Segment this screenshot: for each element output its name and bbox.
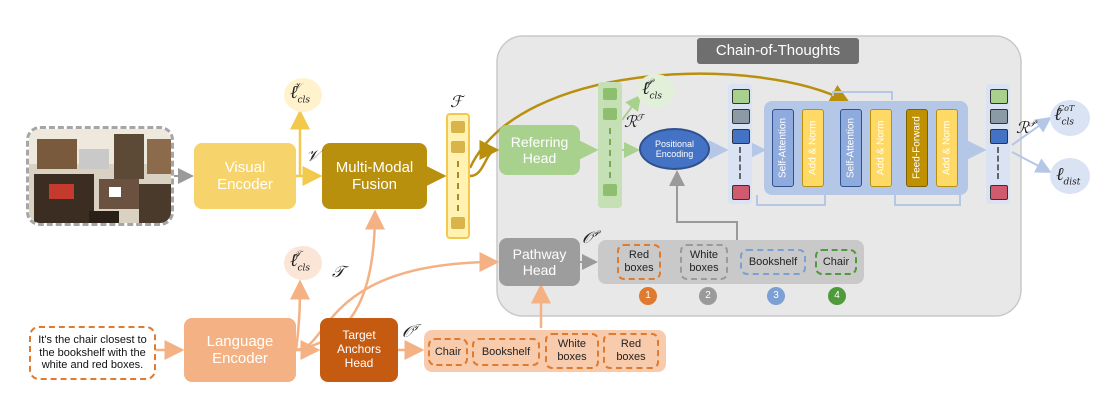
- pathway-item: White boxes: [680, 244, 728, 280]
- ellipsis-divider: [609, 128, 611, 178]
- symbol-l-cls-t: ℓcls𝒯: [290, 250, 311, 274]
- add-norm-3: Add & Norm: [936, 109, 958, 187]
- ellipsis-divider: [457, 161, 459, 211]
- feature-token: [451, 217, 465, 229]
- token-green: [990, 89, 1008, 104]
- symbol-f: ℱ: [450, 92, 463, 111]
- referring-feature-column: [598, 82, 622, 208]
- pathway-item: Bookshelf: [740, 249, 806, 275]
- multimodal-fusion: Multi-Modal Fusion: [322, 143, 427, 209]
- cot-output-column: [986, 84, 1010, 204]
- feature-token: [451, 141, 465, 153]
- cot-title: Chain-of-Thoughts: [697, 38, 859, 64]
- step-badge: 4: [828, 287, 846, 305]
- symbol-l-cls-v: ℓcls𝒱: [290, 82, 311, 106]
- symbol-r-f: ℛℱ: [624, 112, 644, 131]
- step-badge: 2: [699, 287, 717, 305]
- loss-dist: [1050, 158, 1090, 194]
- ellipsis-divider: [997, 147, 999, 179]
- loss-cls-cot: [1050, 100, 1090, 136]
- token-gray: [732, 109, 750, 124]
- feed-forward: Feed-Forward: [906, 109, 928, 187]
- cot-input-column: [728, 84, 752, 204]
- pathway-items-strip: [598, 240, 864, 284]
- step-badge: 1: [639, 287, 657, 305]
- pathway-head: Pathway Head: [499, 238, 580, 286]
- step-badge: 3: [767, 287, 785, 305]
- symbol-v: 𝒱: [306, 146, 320, 165]
- anchor-item: White boxes: [545, 333, 599, 369]
- loss-cls-pathway: [637, 74, 675, 108]
- add-norm-1: Add & Norm: [802, 109, 824, 187]
- self-attention-2: Self-Attention: [840, 109, 862, 187]
- transformer-block: Self-Attention Add & Norm Self-Attention…: [764, 101, 968, 195]
- symbol-l-dist: ℓdist: [1056, 164, 1081, 188]
- positional-encoding: Positional Encoding: [639, 128, 710, 170]
- query-text: It's the chair closest to the bookshelf …: [29, 326, 156, 380]
- token-green: [732, 89, 750, 104]
- token-blue: [732, 129, 750, 144]
- loss-cls-text: [284, 246, 322, 280]
- symbol-r-p: ℛ𝒫: [1016, 118, 1036, 137]
- pathway-item: Chair: [815, 249, 857, 275]
- language-encoder: Language Encoder: [184, 318, 296, 382]
- feature-token: [603, 184, 617, 196]
- anchor-item: Red boxes: [603, 333, 659, 369]
- token-red: [732, 185, 750, 200]
- anchor-item: Chair: [428, 338, 468, 366]
- add-norm-2: Add & Norm: [870, 109, 892, 187]
- loss-cls-visual: [284, 78, 322, 112]
- anchor-item: Bookshelf: [472, 338, 540, 366]
- symbol-l-cls-p: ℓcls𝒫: [642, 78, 663, 102]
- feature-token: [603, 88, 617, 100]
- feature-token: [603, 108, 617, 120]
- scene-image: [26, 126, 174, 226]
- self-attention-1: Self-Attention: [772, 109, 794, 187]
- symbol-o-p: 𝒪𝒫: [582, 228, 599, 247]
- symbol-o-t: 𝒪𝒯: [402, 322, 419, 341]
- referring-head: Referring Head: [499, 125, 580, 175]
- visual-encoder: Visual Encoder: [194, 143, 296, 209]
- token-red: [990, 185, 1008, 200]
- fused-feature-column: [446, 113, 470, 239]
- symbol-l-cls-cot: ℓclsCoT: [1054, 104, 1075, 128]
- target-anchors-head: Target Anchors Head: [320, 318, 398, 382]
- feature-token: [451, 121, 465, 133]
- token-blue: [990, 129, 1008, 144]
- symbol-t: 𝒯: [332, 262, 345, 281]
- token-gray: [990, 109, 1008, 124]
- ellipsis-divider: [739, 147, 741, 179]
- pathway-item: Red boxes: [617, 244, 661, 280]
